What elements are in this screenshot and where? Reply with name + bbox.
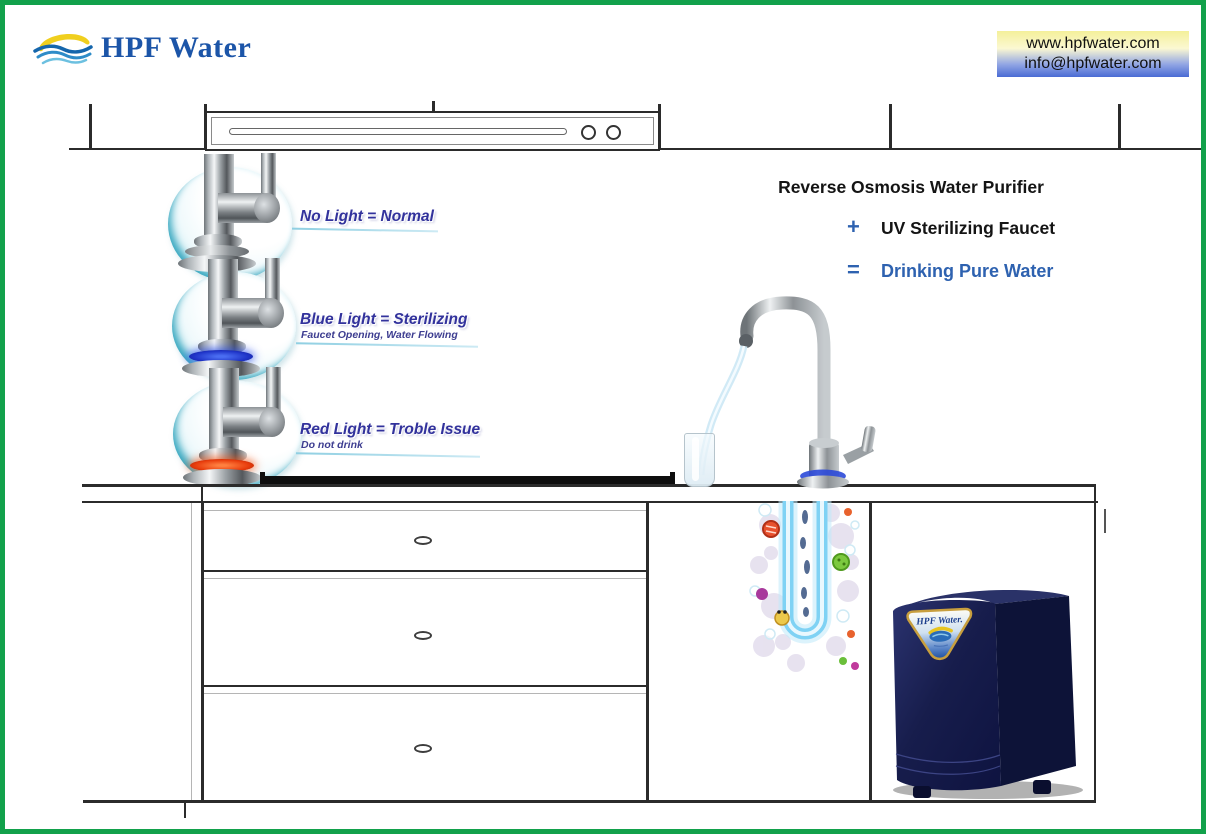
- bottom-tick: [184, 802, 186, 818]
- ro-unit-foot: [913, 786, 931, 798]
- faucet-back-pipe: [266, 367, 281, 413]
- faucet-handle-knob: [861, 425, 876, 453]
- drawer-divider: [204, 570, 646, 572]
- faucet-spout-tip: [739, 334, 753, 348]
- faucet-light-ring-red: [190, 459, 254, 472]
- range-hood: [205, 111, 660, 151]
- germ-green-small: [839, 657, 847, 665]
- faucet-body-top: [809, 438, 839, 448]
- cabinet-thin-edge: [191, 503, 192, 800]
- contact-box: www.hpfwater.com info@hpfwater.com: [997, 31, 1189, 77]
- sublabel-red-light: Do not drink: [301, 439, 363, 451]
- germ-magenta: [851, 662, 859, 670]
- drawer-gap: [204, 693, 646, 694]
- faucet-light-ring-blue: [189, 350, 253, 363]
- faucet-base-plate: [797, 475, 849, 489]
- countertop-bold-edge: [260, 472, 675, 485]
- germ-yellow: [774, 610, 790, 626]
- contact-website: www.hpfwater.com: [1026, 35, 1160, 52]
- uv-tube-speckles: [800, 510, 810, 617]
- drawer-unit-left-edge: [201, 503, 204, 800]
- label-blue-light: Blue Light = Sterilizing: [300, 311, 468, 328]
- cabinet-partition: [869, 503, 872, 800]
- faucet-valve-cap: [254, 193, 280, 223]
- headline-line1: Reverse Osmosis Water Purifier: [778, 177, 1044, 197]
- headline-line3: Drinking Pure Water: [881, 261, 1054, 281]
- label-red-light: Red Light = Troble Issue: [300, 421, 481, 438]
- ro-unit-top-face: [897, 590, 1069, 610]
- germ-purple: [756, 588, 768, 600]
- plus-symbol: +: [847, 214, 860, 239]
- range-hood-knob: [606, 125, 621, 140]
- ro-unit-seam: [895, 753, 1001, 763]
- range-hood-inner-frame: [211, 117, 654, 145]
- faucet-gooseneck: [740, 296, 831, 464]
- germ-red-stripes: [765, 525, 777, 534]
- brand-logo: HPF Water: [31, 25, 331, 71]
- faucet-valve-cap: [258, 298, 284, 328]
- equals-symbol: =: [847, 257, 860, 282]
- germ-red: [762, 520, 780, 538]
- faucet-valve-cap: [259, 407, 285, 437]
- water-glass: [684, 433, 715, 487]
- drawer-divider: [204, 685, 646, 687]
- ro-unit-badge: HPF Water.: [906, 607, 973, 661]
- uv-sterilizer-tube-illustration: [749, 501, 860, 672]
- headline-line2: UV Sterilizing Faucet: [881, 218, 1056, 238]
- label-no-light: No Light = Normal: [300, 208, 434, 225]
- ro-unit-badge-text: HPF Water.: [915, 615, 963, 627]
- range-hood-vent-slot: [229, 128, 567, 135]
- faucet-back-pipe: [265, 258, 280, 304]
- ro-unit-front-face: [893, 600, 1001, 791]
- faucet-back-pipe: [261, 153, 276, 199]
- contact-email: info@hpfwater.com: [1024, 55, 1162, 72]
- drawer-top-gap: [204, 510, 646, 511]
- faucet-closeup-trouble: [173, 367, 301, 487]
- ro-unit: HPF Water.: [893, 590, 1083, 799]
- counter-top-line: [82, 484, 1096, 487]
- brand-name: HPF Water: [101, 31, 252, 64]
- faucet-light-ring-off: [185, 245, 249, 258]
- counter-left-connector: [201, 484, 203, 503]
- germ-green: [832, 553, 850, 571]
- wall-tick: [889, 104, 892, 150]
- wall-tick: [89, 104, 92, 150]
- hood-top-tick: [432, 101, 435, 112]
- drawer-handle: [414, 744, 432, 753]
- faucet-base-disc: [183, 469, 261, 486]
- wall-tick: [1118, 104, 1121, 150]
- ro-unit-foot: [1033, 780, 1051, 794]
- sublabel-blue-light: Faucet Opening, Water Flowing: [301, 329, 458, 341]
- germ-orange: [844, 508, 852, 516]
- right-short-line: [1104, 509, 1106, 533]
- range-hood-knob: [581, 125, 596, 140]
- drawer-handle: [414, 631, 432, 640]
- ro-unit-seam: [895, 765, 1001, 775]
- drawer-gap: [204, 578, 646, 579]
- counter-bottom-line: [82, 501, 1098, 503]
- logo-wave-swoosh-icon: [33, 33, 93, 65]
- drawer-handle: [414, 536, 432, 545]
- drawer-unit-right-edge: [646, 503, 649, 800]
- germ-orange: [847, 630, 855, 638]
- cabinet-bottom-line: [83, 800, 1096, 803]
- cabinet-right-edge: [1094, 485, 1096, 802]
- ro-unit-side-face: [995, 596, 1076, 786]
